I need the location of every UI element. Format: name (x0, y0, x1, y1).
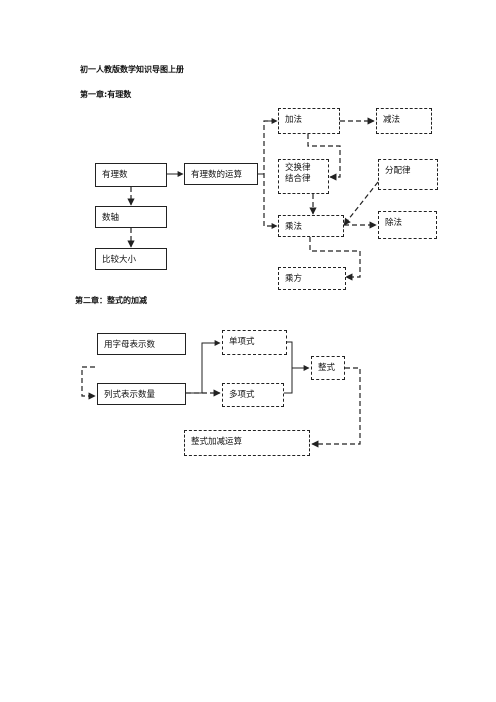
node-integral-expression: 整式 (311, 356, 345, 380)
arrow-letters-to-expressions (81, 366, 96, 400)
arrow-multiply-to-power (309, 237, 361, 281)
node-exponentiation: 乘方 (278, 267, 346, 290)
label-associative: 结合律 (285, 174, 311, 184)
node-rational-operations: 有理数的运算 (184, 163, 258, 185)
node-polynomial: 多项式 (222, 383, 284, 407)
arrow-expressions-to-monomial (186, 340, 221, 394)
node-division: 除法 (378, 211, 437, 239)
document-title: 初一人教版数学知识导图上册 (80, 65, 184, 74)
node-rational-numbers: 有理数 (95, 163, 167, 187)
node-compare-size: 比较大小 (95, 248, 167, 270)
node-distributive-law: 分配律 (378, 159, 438, 190)
arrow-integral-to-add-sub (311, 367, 361, 448)
bracket-operations-branches (263, 120, 276, 227)
node-subtraction: 减法 (376, 108, 432, 134)
arrow-distributive-to-multiply (343, 181, 379, 226)
node-integral-add-sub: 整式加减运算 (184, 430, 310, 456)
node-monomial: 单项式 (222, 330, 287, 355)
chapter-2-heading: 第二章：整式的加减 (75, 296, 147, 305)
node-expressions-for-quantities: 列式表示数量 (97, 383, 186, 405)
node-multiplication: 乘法 (278, 215, 344, 237)
node-commutative-associative-laws: 交换律 结合律 (278, 159, 329, 194)
label-commutative: 交换律 (285, 163, 311, 173)
node-number-line: 数轴 (95, 206, 167, 228)
chapter-1-heading: 第一章:有理数 (80, 90, 132, 99)
node-addition: 加法 (278, 108, 340, 134)
node-letters-for-numbers: 用字母表示数 (97, 333, 186, 355)
arrow-monomial-to-integral (287, 341, 310, 371)
arrow-polynomial-to-integral (284, 368, 293, 394)
arrow-add-to-laws (307, 134, 341, 181)
